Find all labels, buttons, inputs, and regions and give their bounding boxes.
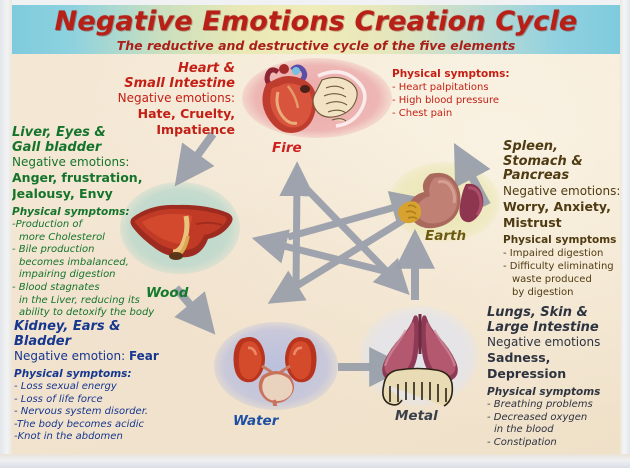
liver-heading-line1: Liver, Eyes & (12, 125, 106, 140)
title-banner: Negative Emotions Creation Cycle The red… (12, 5, 620, 54)
spleen-heading-line3: Pancreas (503, 168, 570, 183)
text-block-fire-symptoms: Physical symptoms: - Heart palpitations … (392, 68, 532, 120)
spleen-negative-label: Negative emotions: (503, 183, 621, 198)
spleen-symptom-item: - Difficulty eliminating (503, 260, 614, 272)
liver-negative-label: Negative emotions: (12, 155, 130, 169)
liver-symptoms-heading: Physical symptoms: (12, 206, 130, 218)
kidney-negative-label: Negative emotion: (14, 349, 126, 363)
kidney-emotions: Fear (128, 349, 159, 363)
kidney-symptoms-heading: Physical symptoms: (14, 368, 132, 380)
kidney-heading-line1: Kidney, Ears & (14, 319, 121, 334)
heart-heading-line1: Heart & (178, 61, 235, 76)
spleen-symptom-item: - Impaired digestion (503, 247, 604, 259)
element-label-fire: Fire (272, 140, 302, 156)
text-block-spleen: Spleen, Stomach & Pancreas Negative emot… (503, 139, 630, 299)
kidney-symptom-item: - Nervous system disorder. (14, 406, 149, 418)
kidney-symptom-item: -Knot in the abdomen (14, 431, 123, 443)
liver-illustration (130, 204, 233, 260)
fire-symptom-item: - High blood pressure (392, 95, 500, 106)
lungs-symptom-item: in the blood (494, 424, 554, 436)
fire-symptom-item: - Chest pain (392, 108, 453, 119)
lungs-symptoms-heading: Physical symptoms (487, 386, 601, 398)
arrow-fire-to-metal (295, 177, 410, 296)
paper-edge-right (620, 0, 630, 468)
spleen-symptom-item: by digestion (512, 286, 574, 298)
spleen-emotions-line2: Mistrust (503, 214, 562, 230)
arrow-water-to-fire (279, 161, 315, 291)
paper-edge-bottom (0, 454, 630, 468)
element-label-metal: Metal (395, 408, 438, 424)
lungs-symptom-item: - Decreased oxygen (487, 411, 588, 423)
arrow-heart-label-to-wood (174, 131, 217, 187)
text-block-kidney: Kidney, Ears & Bladder Negative emotion:… (14, 319, 164, 444)
liver-symptom-item: -Production of (12, 219, 83, 230)
liver-heading-line2: Gall bladder (12, 139, 102, 155)
liver-emotions-line1: Anger, frustration, (12, 170, 143, 185)
kidney-symptom-item: -The body becomes acidic (14, 418, 144, 430)
liver-symptom-item: more Cholesterol (19, 231, 105, 243)
fire-symptoms-heading: Physical symptoms: (392, 68, 510, 80)
kidneys-and-bladder-illustration (233, 337, 317, 406)
spleen-heading-line1: Spleen, (503, 139, 558, 154)
text-block-liver: Liver, Eyes & Gall bladder Negative emot… (12, 125, 160, 320)
kidney-negative-line: Negative emotion: Fear (14, 349, 164, 364)
lungs-heading-line1: Lungs, Skin & (487, 305, 588, 320)
stomach-pancreas-spleen-illustration (398, 172, 484, 229)
lungs-and-large-intestine-illustration (382, 314, 458, 407)
element-label-water: Water (233, 413, 279, 429)
lungs-heading-line2: Large Intestine (487, 319, 599, 335)
liver-symptom-item: - Blood stagnates (12, 281, 100, 293)
liver-symptom-item: in the Liver, reducing its (19, 294, 140, 306)
paper-edge-top (0, 0, 630, 5)
spleen-symptom-item: waste produced (512, 273, 592, 285)
arrow-earth-to-fire-outer (453, 143, 491, 207)
liver-symptom-item: becomes imbalanced, (19, 256, 129, 268)
spleen-heading-line2: Stomach & (503, 153, 583, 169)
element-label-earth: Earth (425, 228, 467, 244)
page-title: Negative Emotions Creation Cycle (54, 6, 578, 37)
arrow-wood-to-water-outer (172, 285, 216, 335)
spleen-symptoms-heading: Physical symptoms (503, 233, 617, 246)
heart-and-small-intestine-illustration (262, 64, 367, 134)
lungs-emotions-line1: Sadness, Depression (487, 350, 567, 381)
liver-emotions-line2: Jealousy, Envy (12, 186, 113, 201)
kidney-heading-line2: Bladder (14, 333, 71, 349)
fire-symptom-item: - Heart palpitations (392, 82, 489, 93)
text-block-lungs: Lungs, Skin & Large Intestine Negative e… (487, 305, 630, 449)
heart-emotions-line2: Impatience (156, 122, 235, 137)
paper-edge-left (0, 0, 12, 468)
lungs-symptom-item: - Constipation (487, 436, 557, 448)
liver-symptom-item: - Bile production (12, 244, 95, 256)
lungs-negative-label: Negative emotions (487, 335, 601, 349)
heart-negative-label: Negative emotions: (117, 91, 235, 105)
liver-symptom-item: ability to detoxify the body (19, 307, 155, 319)
text-block-heart: Heart & Small Intestine Negative emotion… (60, 61, 235, 138)
lungs-symptom-item: - Breathing problems (487, 399, 593, 410)
arrow-wood-to-earth (287, 191, 427, 241)
element-label-wood: Wood (146, 285, 189, 301)
kidney-symptom-item: - Loss sexual energy (14, 381, 117, 392)
spleen-emotions-line1: Worry, Anxiety, (503, 198, 611, 214)
page-subtitle: The reductive and destructive cycle of t… (116, 38, 516, 53)
heart-heading-line2: Small Intestine (124, 75, 235, 91)
heart-emotions-line1: Hate, Cruelty, (137, 106, 235, 121)
kidney-symptom-item: - Loss of life force (14, 393, 103, 405)
liver-symptom-item: impairing digestion (19, 269, 116, 281)
arrow-metal-to-wood (251, 229, 401, 279)
arrow-earth-to-water (267, 215, 409, 304)
